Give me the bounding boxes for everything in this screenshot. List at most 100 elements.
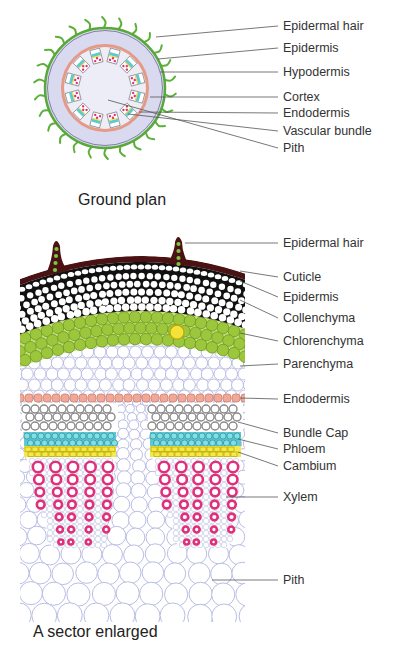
- epidermis-cell: [208, 273, 215, 278]
- vascular-bundle-icon: [73, 56, 90, 73]
- collenchyma-cell: [178, 306, 186, 314]
- bundle-cap-cell: [103, 422, 111, 430]
- xylem-dot: [99, 115, 102, 118]
- xylem-vessel: [103, 475, 113, 485]
- xylem-dot: [113, 60, 116, 63]
- bundle-cap-cell: [188, 413, 196, 421]
- xylem-vessel: [193, 462, 203, 472]
- bundle-outline: [65, 90, 81, 103]
- cambium-cell: [175, 452, 181, 457]
- epidermis-cell: [54, 276, 61, 281]
- bundle-cap-cell: [89, 413, 97, 421]
- phloem-cell: [104, 440, 110, 446]
- collenchyma-cell: [163, 304, 171, 312]
- parenchyma-cell: [239, 390, 251, 402]
- parenchyma-cell: [116, 582, 139, 605]
- collenchyma-cell: [234, 319, 242, 327]
- chlorenchyma-cell: [96, 336, 108, 348]
- collenchyma-cell: [18, 311, 25, 318]
- xylem-vessel: [86, 540, 91, 545]
- collenchyma-cell: [95, 299, 102, 306]
- xylem-parenchyma-cell: [203, 470, 209, 476]
- endodermis-ring: [63, 46, 148, 131]
- xylem-parenchyma-cell: [95, 530, 101, 536]
- phloem-cell: [69, 440, 75, 446]
- parenchyma-cell: [99, 379, 111, 391]
- xylem-vessel: [68, 514, 75, 521]
- collenchyma-cell: [198, 303, 205, 310]
- endodermis-cell: [160, 394, 168, 402]
- epidermal-hair: [161, 60, 171, 66]
- epidermis-cell: [33, 282, 40, 287]
- collenchyma-cell: [122, 289, 129, 296]
- hair-group: [34, 17, 176, 159]
- xylem-dot: [99, 58, 102, 61]
- collenchyma-cell: [210, 312, 218, 320]
- collenchyma-cell: [122, 304, 130, 312]
- phloem-cell: [220, 433, 226, 439]
- cambium-cell: [60, 447, 66, 452]
- phloem-cell: [62, 440, 68, 446]
- parenchyma-cell: [123, 379, 135, 391]
- leader-line: [150, 97, 278, 98]
- cambium-cell: [49, 452, 55, 457]
- collenchyma-cell: [75, 295, 82, 302]
- epidermal-hair: [56, 37, 64, 44]
- parenchyma-cell: [119, 562, 141, 584]
- xylem-parenchyma-cell: [173, 506, 179, 512]
- cambium-cell: [196, 452, 202, 457]
- xylem-vessel: [103, 514, 110, 521]
- epidermis-cell: [187, 269, 194, 274]
- parenchyma-cell: [189, 563, 211, 585]
- collenchyma-cell: [67, 311, 75, 319]
- epidermal-hair: [162, 108, 173, 112]
- parenchyma-cell: [116, 483, 131, 498]
- vascular-bundle-icon: [129, 73, 145, 86]
- parenchyma-cell: [123, 357, 135, 369]
- collenchyma-cell: [235, 304, 242, 311]
- xylem-dot: [132, 91, 135, 94]
- leader-line: [108, 100, 278, 148]
- part-label: Endodermis: [283, 392, 350, 406]
- parenchyma-cell: [220, 357, 232, 369]
- xylem-dot: [125, 68, 128, 71]
- xylem-vessel: [180, 501, 188, 509]
- parenchyma-cell: [186, 627, 213, 653]
- collenchyma-cell: [42, 317, 50, 325]
- collenchyma-cell: [106, 305, 114, 313]
- xylem-dot: [75, 91, 78, 94]
- chlorenchyma-cell: [245, 342, 257, 354]
- xylem-vessel: [68, 488, 77, 497]
- xylem-dot: [130, 77, 133, 80]
- bundle-cap-cell: [85, 405, 93, 413]
- epidermis-cell: [19, 287, 26, 292]
- part-label: Cambium: [283, 459, 337, 473]
- parenchyma-cell: [244, 335, 256, 347]
- parenchyma-cell: [155, 368, 167, 380]
- xylem-vessel: [85, 462, 95, 472]
- xylem-parenchyma-cell: [203, 500, 209, 506]
- collenchyma-cell: [99, 306, 107, 314]
- bundle-cap-cell: [40, 422, 48, 430]
- xylem-parenchyma-cell: [203, 458, 209, 464]
- parenchyma-cell: [105, 368, 117, 380]
- chlorenchyma-cell: [173, 314, 185, 326]
- parenchyma-cell: [19, 582, 42, 605]
- xylem-dot: [132, 82, 135, 85]
- epidermal-hair: [168, 237, 189, 266]
- leader-line: [128, 114, 278, 131]
- bundle-outline: [107, 112, 120, 128]
- chlorenchyma-cell: [118, 334, 130, 346]
- epidermal-hair: [89, 147, 92, 158]
- parenchyma-cell: [214, 368, 226, 380]
- collenchyma-cell: [179, 276, 185, 282]
- bundle-cap-cell: [26, 413, 34, 421]
- epidermal-hair: [120, 146, 125, 156]
- leader-line: [240, 333, 278, 341]
- collenchyma-cell: [202, 295, 209, 302]
- phloem-cell: [164, 433, 170, 439]
- chlorenchyma-cell: [74, 339, 86, 351]
- collenchyma-cell: [42, 303, 49, 310]
- parenchyma-cell: [140, 582, 163, 605]
- parenchyma-cell: [171, 357, 183, 369]
